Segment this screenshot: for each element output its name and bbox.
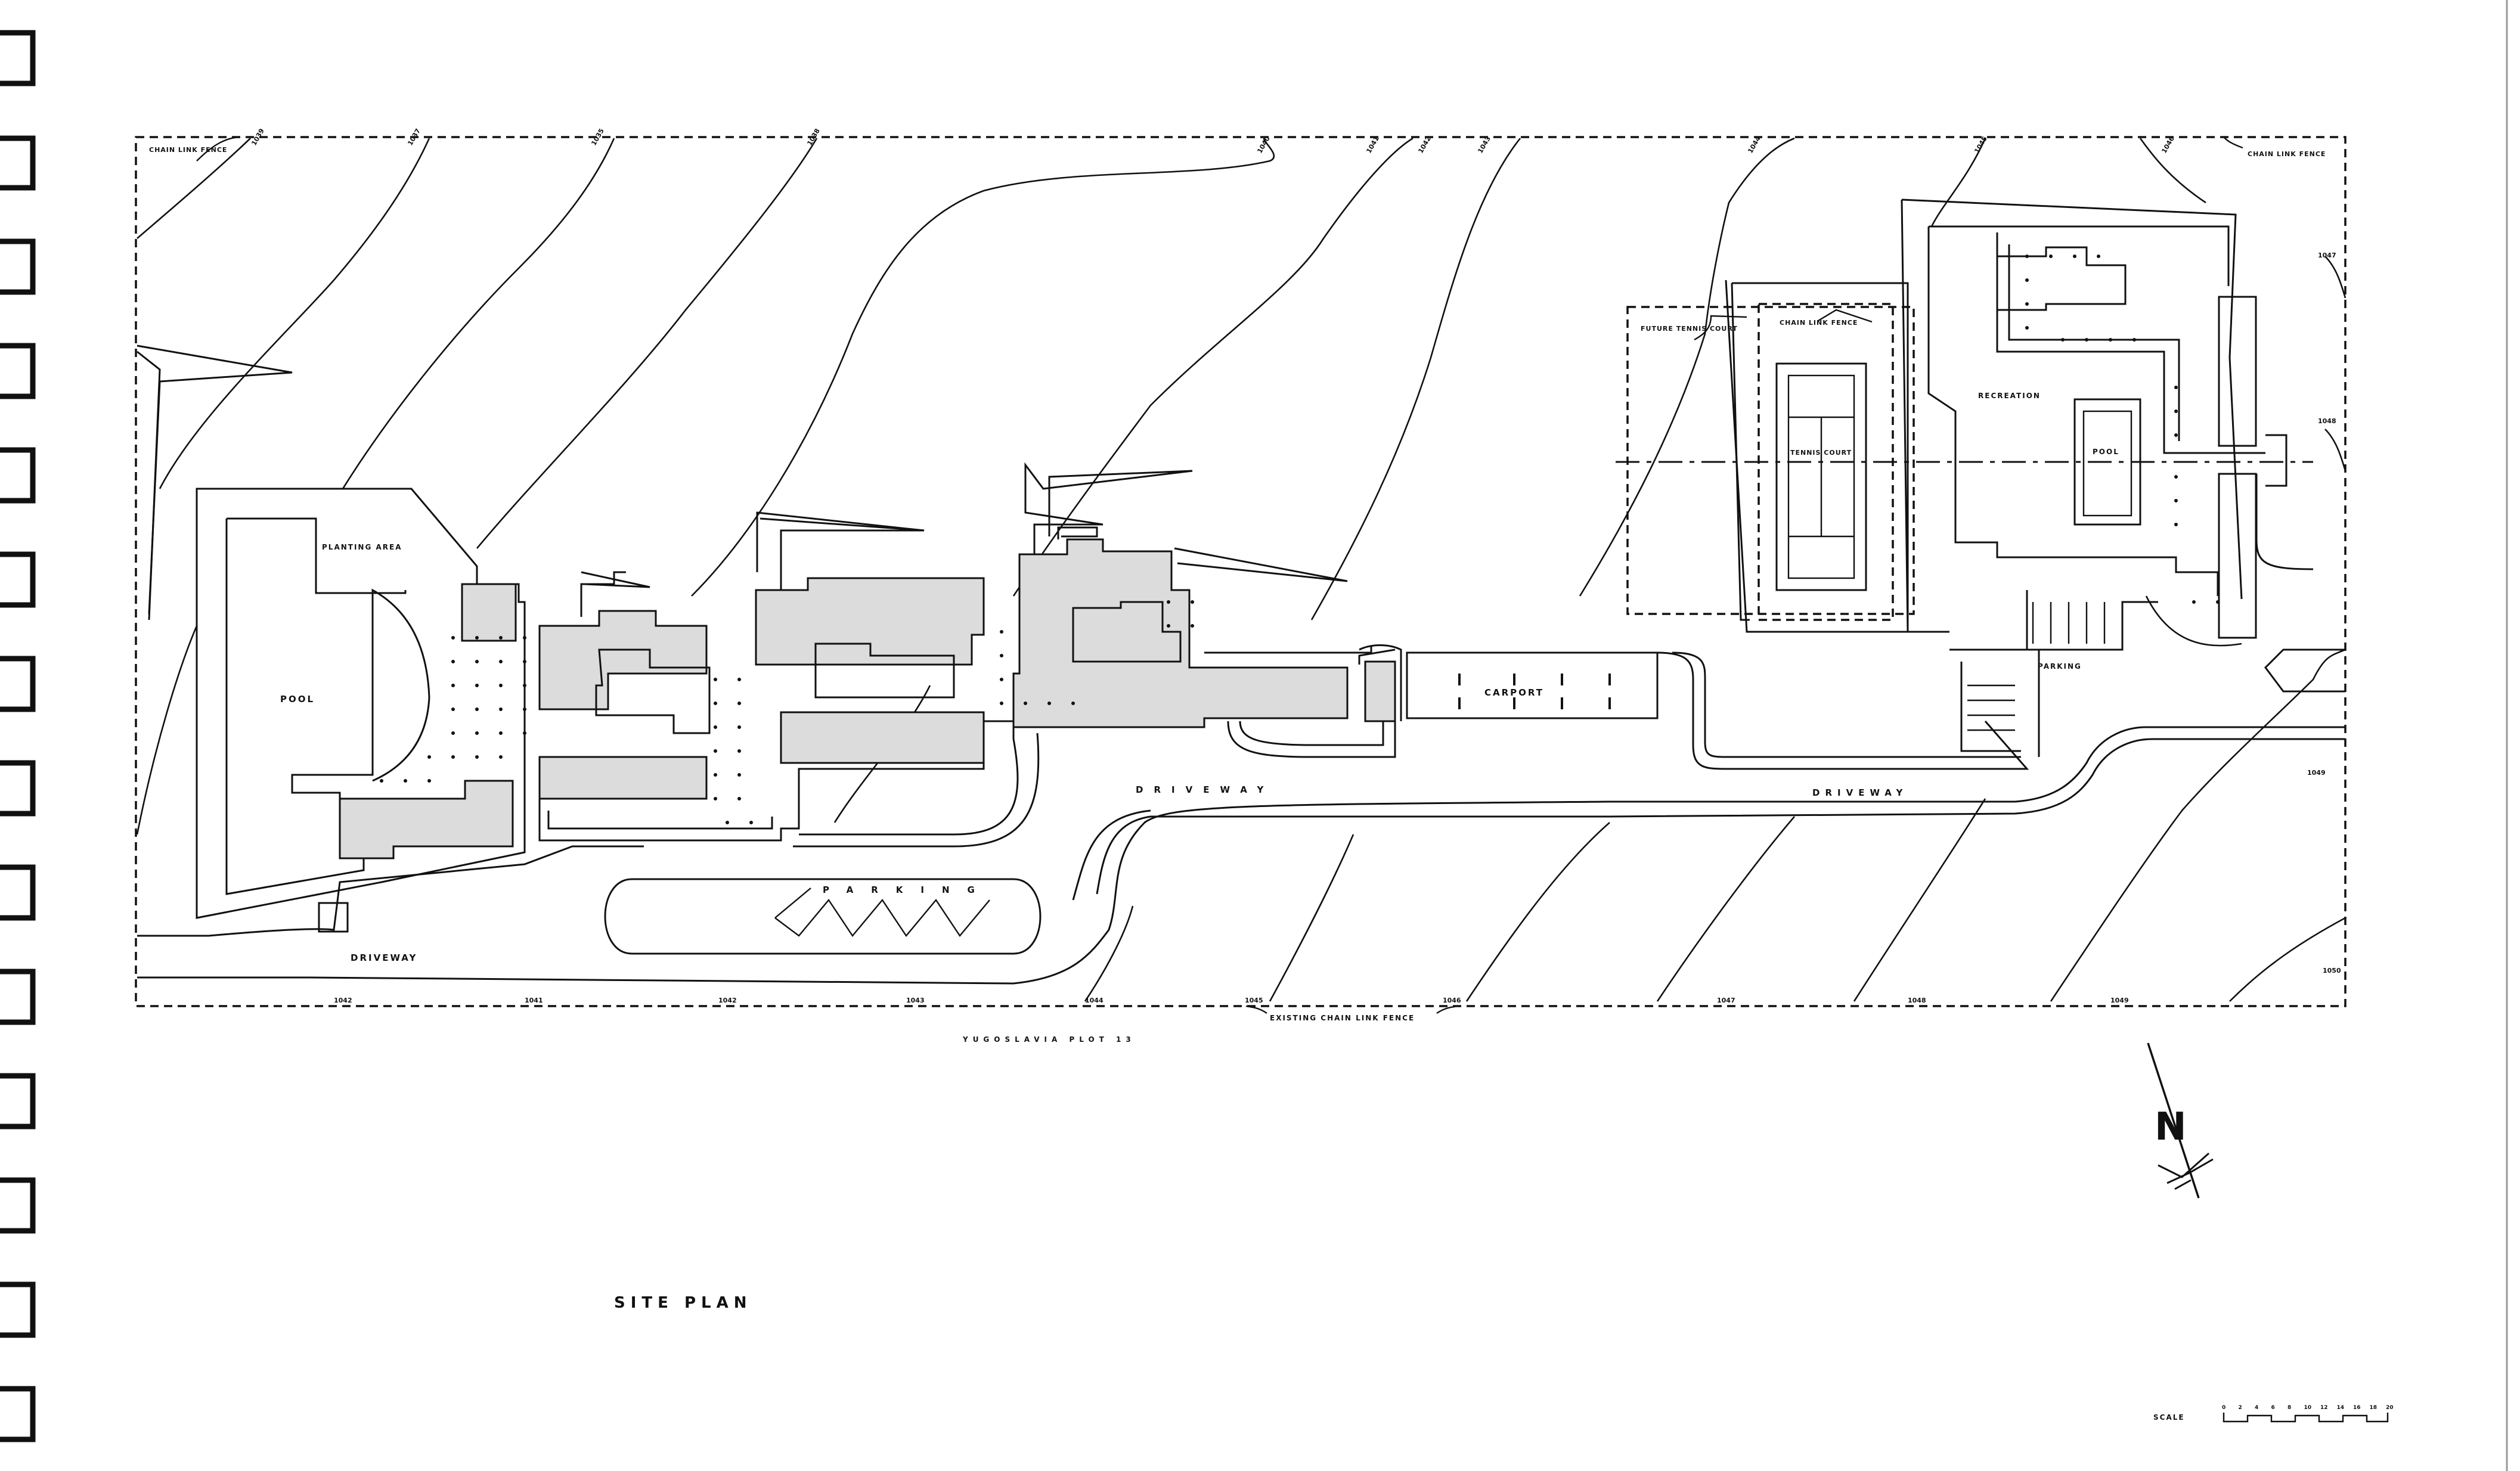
recreation-pool-label: POOL (2093, 448, 2119, 456)
scale-tick-label: 20 (2386, 1405, 2394, 1411)
recreation-complex (1901, 198, 2314, 639)
residence-walkways (538, 644, 1402, 848)
scale-tick-label: 4 (2255, 1405, 2258, 1411)
svg-text:1046: 1046 (1443, 997, 1461, 1004)
svg-text:1049: 1049 (2307, 769, 2326, 777)
svg-text:1046: 1046 (2160, 135, 2176, 154)
svg-text:1043: 1043 (906, 997, 925, 1004)
parking-south (604, 878, 1042, 955)
binder-rings (0, 30, 36, 1442)
scale-tick-label: 18 (2370, 1405, 2378, 1411)
chain-link-fence-nw-label: CHAIN LINK FENCE (149, 146, 227, 154)
scale-label: SCALE (2153, 1413, 2185, 1422)
svg-text:1041: 1041 (1365, 135, 1381, 154)
chain-link-fence-ne-label: CHAIN LINK FENCE (2248, 150, 2326, 158)
svg-text:1048: 1048 (2318, 417, 2336, 425)
existing-chain-link-fence-label: EXISTING CHAIN LINK FENCE (1270, 1014, 1415, 1022)
property-boundary (135, 136, 2347, 1007)
scale-tick-label: 14 (2337, 1405, 2345, 1411)
svg-text:1048: 1048 (1908, 997, 1926, 1004)
driveway-east-label: DRIVEWAY (1812, 787, 1908, 798)
courtyard-columns (380, 255, 2220, 824)
svg-text:1044: 1044 (1746, 135, 1762, 154)
carport (1406, 651, 1659, 719)
scale-tick-labels: 0 2 4 6 8 10 12 14 16 18 20 (2222, 1405, 2394, 1411)
pool-label: POOL (280, 694, 315, 705)
north-label: N (2155, 1105, 2187, 1149)
svg-text:1043: 1043 (1476, 135, 1492, 154)
svg-text:1047: 1047 (1717, 997, 1735, 1004)
svg-text:1045: 1045 (1245, 997, 1263, 1004)
svg-text:1037: 1037 (406, 127, 422, 147)
recreation-label: RECREATION (1978, 392, 2041, 400)
future-tennis-court-label: FUTURE TENNIS COURT (1641, 325, 1738, 333)
residence-buildings (538, 462, 1396, 800)
drawing-title: SITE PLAN (614, 1294, 752, 1312)
chain-link-fence-court-label: CHAIN LINK FENCE (1780, 319, 1858, 327)
driveway-center-label: DRIVEWAY (1136, 784, 1274, 795)
tennis-courts (1616, 280, 2313, 633)
scale-tick-label: 8 (2287, 1405, 2291, 1411)
svg-text:1044: 1044 (1085, 997, 1104, 1004)
north-arrow: N (2147, 1042, 2214, 1199)
svg-text:1041: 1041 (525, 997, 543, 1004)
driveway (137, 648, 2345, 985)
parking-east-label: PARKING (2038, 662, 2082, 671)
tennis-court-label: TENNIS COURT (1790, 449, 1852, 457)
svg-text:1049: 1049 (2110, 997, 2129, 1004)
elevation-labels-bottom: 1042 1041 1042 1043 1044 1045 1046 1047 … (334, 252, 2341, 1004)
west-pool-terrace (137, 345, 526, 933)
svg-text:1042: 1042 (718, 997, 737, 1004)
plot-caption: YUGOSLAVIA PLOT 13 (962, 1035, 1136, 1044)
carport-label: CARPORT (1484, 687, 1544, 698)
scale-tick-label: 6 (2271, 1405, 2275, 1411)
planting-area-label: PLANTING AREA (322, 543, 402, 551)
east-drive-loop (1657, 590, 2158, 770)
svg-text:1040: 1040 (1256, 135, 1272, 154)
fence-leaders (196, 136, 2243, 1014)
scale-bar: SCALE 0 2 4 6 8 10 12 14 16 18 20 (2153, 1405, 2394, 1423)
scale-tick-label: 10 (2304, 1405, 2312, 1411)
building-west (339, 780, 514, 859)
contour-lines (136, 137, 2347, 1002)
pavilion-west (461, 583, 517, 642)
plan-labels: POOL PLANTING AREA DRIVEWAY DRIVEWAY DRI… (149, 146, 2326, 1312)
parking-south-label: PARKING (823, 885, 993, 895)
scale-tick-label: 16 (2353, 1405, 2361, 1411)
driveway-west-label: DRIVEWAY (351, 952, 417, 963)
elevation-labels-top: 1039 1037 1035 1038 1040 1041 1042 1043 … (250, 127, 2176, 154)
svg-text:1050: 1050 (2323, 967, 2341, 975)
svg-text:1047: 1047 (2318, 252, 2336, 259)
scale-tick-label: 12 (2320, 1405, 2328, 1411)
svg-text:1042: 1042 (334, 997, 352, 1004)
scale-tick-label: 2 (2239, 1405, 2242, 1411)
scale-tick-label: 0 (2222, 1405, 2225, 1411)
